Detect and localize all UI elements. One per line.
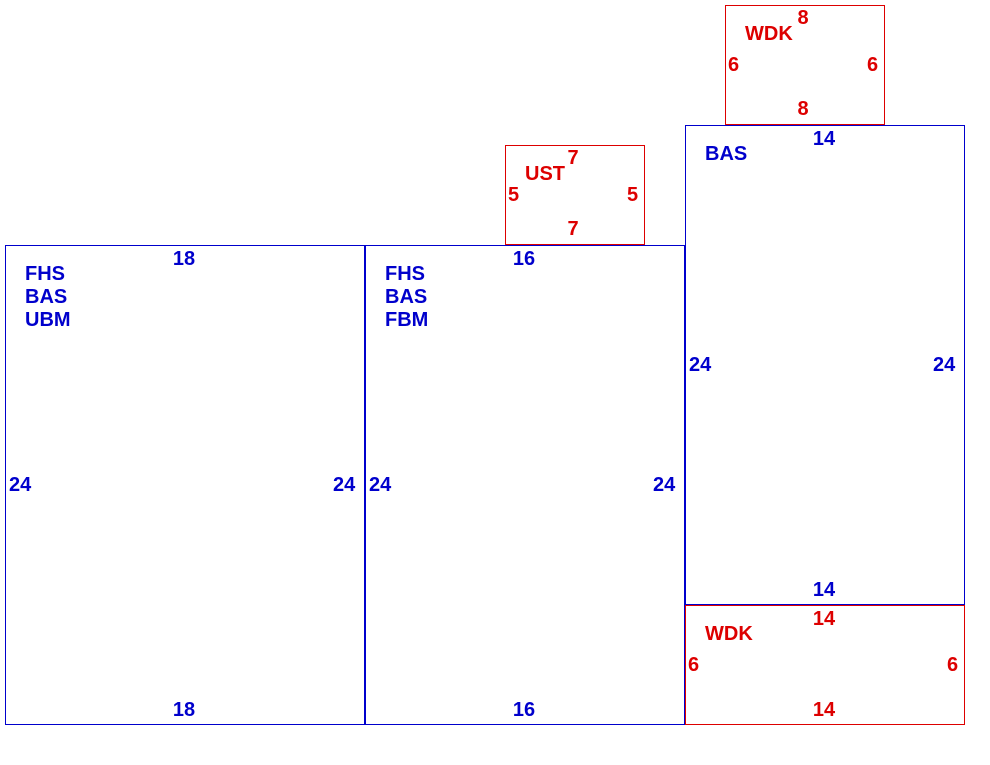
area-middle-bottom-dimension: 16 <box>512 699 536 721</box>
area-left-right-dimension: 24 <box>333 474 356 496</box>
area-wdk-bottom <box>685 605 965 725</box>
area-wdk-top-right-dimension: 6 <box>867 54 879 76</box>
area-ust-bottom-dimension: 7 <box>567 218 579 240</box>
area-left-code-2: BAS <box>25 286 68 308</box>
area-wdk-top-left-dimension: 6 <box>728 54 740 76</box>
area-left-left-dimension: 24 <box>9 474 32 496</box>
area-left-main <box>5 245 365 725</box>
area-wdk-top-bottom-dimension: 8 <box>797 98 809 120</box>
area-right-left-dimension: 24 <box>689 354 712 376</box>
area-middle-top-dimension: 16 <box>512 248 536 270</box>
area-left-code-3: UBM <box>25 309 71 331</box>
area-middle-code-2: BAS <box>385 286 428 308</box>
area-middle-right-dimension: 24 <box>653 474 676 496</box>
area-left-bottom-dimension: 18 <box>172 699 196 721</box>
area-middle-code-1: FHS <box>385 263 425 285</box>
area-right-bas <box>685 125 965 605</box>
area-ust-right-dimension: 5 <box>627 184 639 206</box>
area-wdk-top-code: WDK <box>745 23 793 45</box>
area-right-right-dimension: 24 <box>933 354 956 376</box>
area-ust <box>505 145 645 245</box>
area-left-code-1: FHS <box>25 263 65 285</box>
area-right-code: BAS <box>705 143 748 165</box>
area-ust-code: UST <box>525 163 565 185</box>
area-left-top-dimension: 18 <box>172 248 196 270</box>
area-middle-code-3: FBM <box>385 309 429 331</box>
area-right-bottom-dimension: 14 <box>812 579 836 601</box>
area-wdk-bottom-code: WDK <box>705 623 753 645</box>
area-middle-main <box>365 245 685 725</box>
area-wdk-top <box>725 5 885 125</box>
area-right-top-dimension: 14 <box>812 128 836 150</box>
area-ust-left-dimension: 5 <box>508 184 520 206</box>
area-wdk-bottom-bottom-dimension: 14 <box>812 699 836 721</box>
area-wdk-bottom-right-dimension: 6 <box>947 654 959 676</box>
area-ust-top-dimension: 7 <box>567 147 579 169</box>
area-wdk-top-top-dimension: 8 <box>797 7 809 29</box>
area-wdk-bottom-left-dimension: 6 <box>688 654 700 676</box>
area-wdk-bottom-top-dimension: 14 <box>812 608 836 630</box>
area-middle-left-dimension: 24 <box>369 474 392 496</box>
